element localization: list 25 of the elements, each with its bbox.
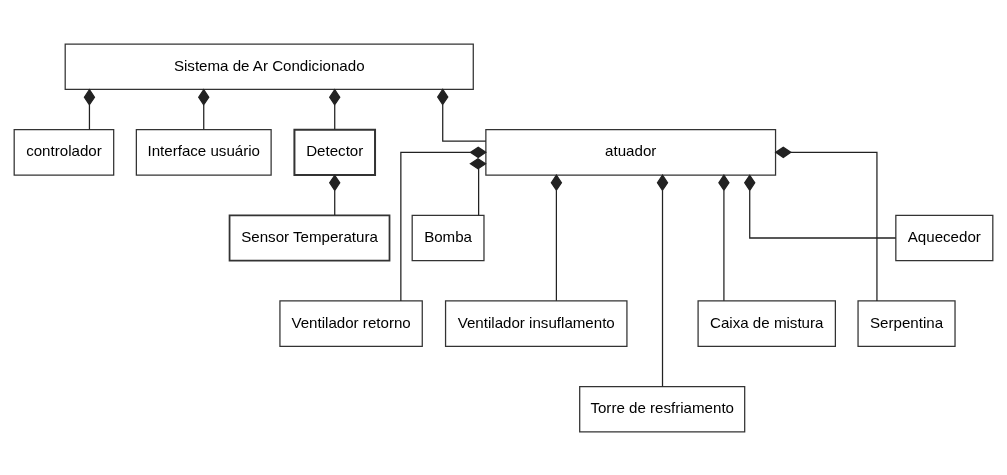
connector bbox=[718, 173, 730, 301]
connector bbox=[550, 173, 563, 301]
node-box: Sensor Temperatura bbox=[228, 213, 391, 262]
connector bbox=[328, 88, 341, 130]
node-box: Ventilador insuflamento bbox=[444, 299, 628, 347]
node-box: Torre de resfriamento bbox=[579, 385, 746, 433]
node-box: Caixa de mistura bbox=[697, 299, 836, 347]
node-box: Serpentina bbox=[857, 299, 956, 347]
connector bbox=[743, 173, 897, 239]
node-box: controlador bbox=[13, 128, 115, 176]
node-box: Sistema de Ar Condicionado bbox=[64, 42, 474, 90]
node-box: Bomba bbox=[411, 214, 485, 261]
connector bbox=[656, 173, 669, 387]
connector bbox=[774, 146, 878, 302]
connector bbox=[328, 173, 341, 216]
node-box: atuador bbox=[485, 128, 777, 176]
node-box: Aquecedor bbox=[895, 214, 994, 261]
connector bbox=[436, 87, 487, 142]
node-box: Ventilador retorno bbox=[279, 299, 423, 347]
node-box: Detector bbox=[293, 128, 377, 176]
node-box: Interface usuário bbox=[135, 128, 272, 176]
connector bbox=[197, 88, 210, 130]
connector bbox=[83, 88, 96, 130]
connector bbox=[469, 157, 487, 216]
connector bbox=[400, 146, 487, 302]
